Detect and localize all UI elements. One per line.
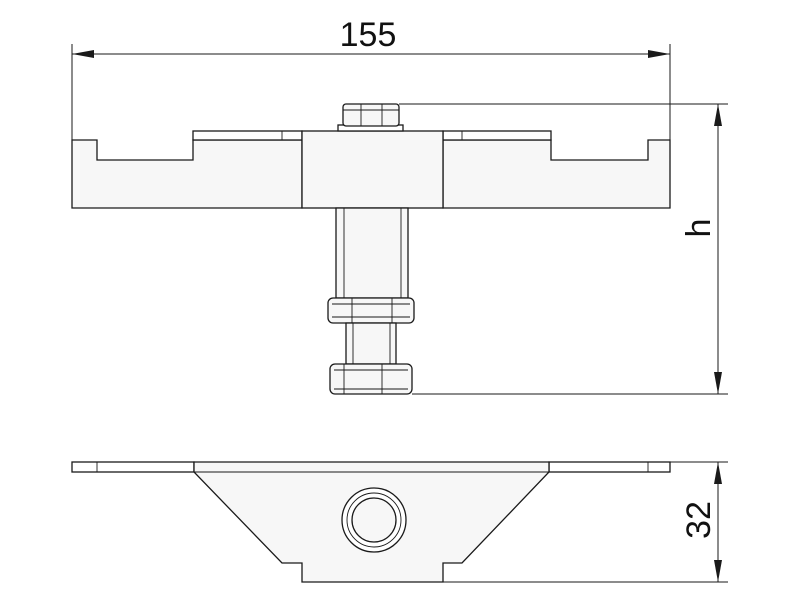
base-plate-right [442,139,671,209]
top-strip-left [192,130,303,141]
flange-left [71,461,195,473]
bottom-view [71,461,671,583]
bolt-hole-ring [346,492,402,548]
center-block [301,130,444,209]
middle-nut [327,297,415,324]
bottom-nut [329,363,413,395]
top-strip-right [442,130,552,141]
base-plate [71,139,303,209]
flange-right [548,461,671,473]
top-view [71,103,671,395]
arrowhead-bottom [714,372,722,394]
rod-lower [345,322,397,365]
arrowhead-right [648,50,670,58]
arrowhead-left [72,50,94,58]
height-dimension: h [399,103,728,395]
arrowhead-top [714,104,722,126]
arrowhead-depth-top [714,462,722,484]
arrowhead-depth-bottom [714,560,722,582]
width-label: 155 [340,16,397,54]
height-label: h [680,219,718,238]
rod-upper [335,207,409,299]
top-nut [342,103,400,127]
width-dimension: 155 [71,16,671,140]
bolt-hole-inner [351,497,397,543]
depth-label: 32 [680,501,718,539]
depth-dimension: 32 [443,461,728,583]
